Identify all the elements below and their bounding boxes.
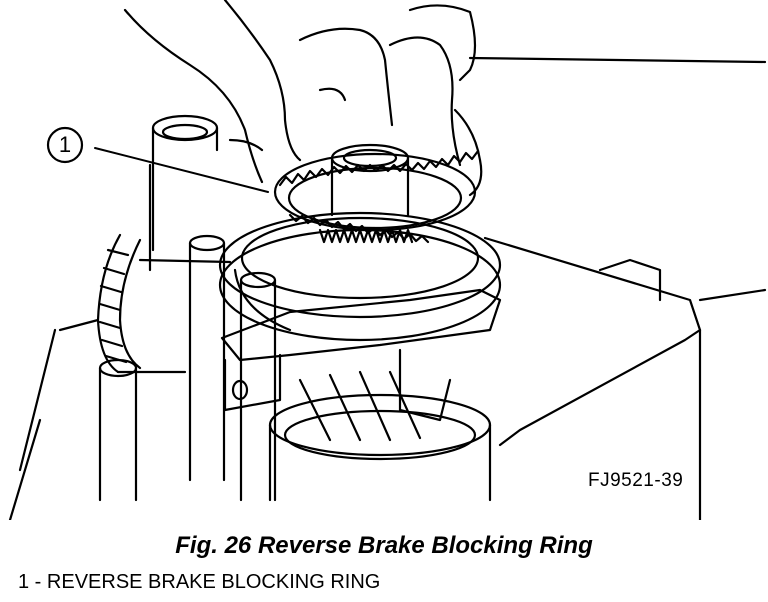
legend: 1 - REVERSE BRAKE BLOCKING RING <box>18 571 380 594</box>
shaft-housing <box>138 114 232 272</box>
transmission-illustration <box>8 0 767 520</box>
callout-number: 1 <box>58 132 72 157</box>
helical-gear <box>58 233 187 374</box>
gear-stack <box>218 211 502 502</box>
legend-text: REVERSE BRAKE BLOCKING RING <box>46 571 381 593</box>
figure-caption: Fig. 26 Reverse Brake Blocking Ring <box>175 532 593 559</box>
legend-separator: - <box>29 571 47 593</box>
callout-1 <box>46 126 269 193</box>
transmission-case <box>8 56 767 520</box>
legend-number: 1 <box>18 571 30 593</box>
technician-hand <box>123 0 483 197</box>
figure-code: FJ9521-39 <box>588 470 684 491</box>
shift-fork <box>220 288 502 422</box>
shaft-sleeve <box>318 143 414 244</box>
blocking-ring <box>273 149 480 244</box>
